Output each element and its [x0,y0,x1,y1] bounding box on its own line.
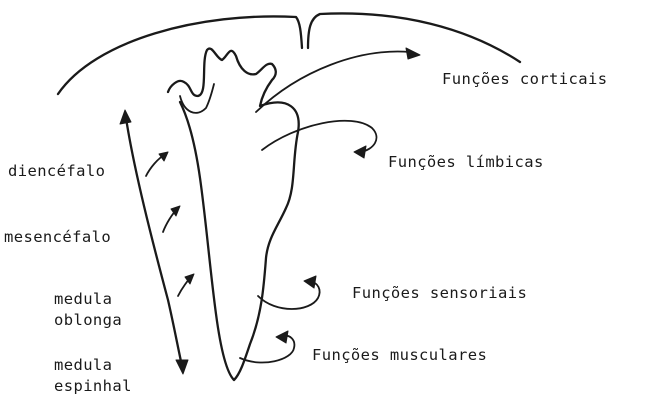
sensory-pathway [258,282,320,309]
brainstem-outline [168,49,299,380]
sensory-arrow-head [304,276,316,288]
label-medulla-oblongata-line1: medula [54,290,112,308]
stem-inner-curve [180,84,214,113]
label-limbic-functions: Funções límbicas [388,153,544,171]
cortex-outline-left [58,16,302,94]
label-spinal-cord-line1: medula [54,356,112,374]
limbic-pathway [262,121,376,152]
label-spinal-cord-line2: espinhal [54,377,132,395]
label-cortical-functions: Funções corticais [442,70,607,88]
level-axis-line [126,118,182,366]
cortical-arrow-head [406,48,420,59]
muscular-arrow-head [276,331,288,343]
label-muscular-functions: Funções musculares [312,346,487,364]
label-medulla-oblongata-line2: oblonga [54,311,122,329]
limbic-arrow-head [354,146,366,158]
label-diencephalon: diencéfalo [8,162,105,180]
label-mesencephalon: mesencéfalo [4,228,111,246]
axis-top-arrow-head [120,110,131,124]
label-sensory-functions: Funções sensoriais [352,284,527,302]
diencephalon-tick-head [159,152,168,161]
axis-bottom-arrow-head [176,360,188,374]
